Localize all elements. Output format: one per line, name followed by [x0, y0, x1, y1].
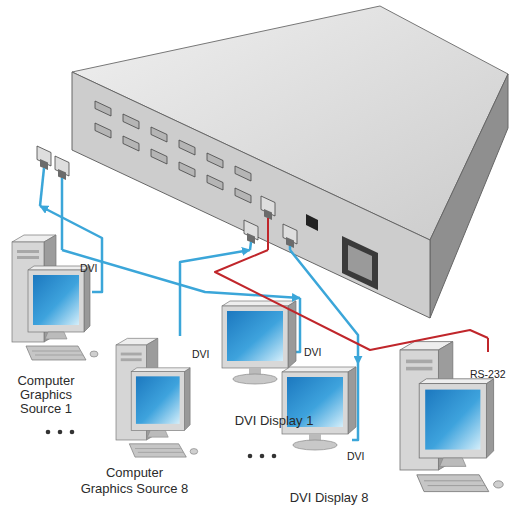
computer-icon: [116, 338, 198, 457]
display-icon: [282, 367, 356, 450]
cable-label: DVI: [304, 346, 322, 358]
dot: [272, 454, 277, 459]
dvi-plug: [37, 146, 51, 170]
cable-label: DVI: [192, 348, 210, 360]
dot: [46, 430, 51, 435]
dvi-port: [207, 175, 223, 190]
node-caption: DVI Display 1: [222, 413, 326, 428]
dot: [248, 454, 253, 459]
dvi-port: [179, 162, 195, 177]
dot: [58, 430, 63, 435]
dvi-port: [151, 149, 167, 164]
dvi-port: [123, 114, 139, 129]
graphics-source: Computer Graphics Source 1: [4, 230, 92, 420]
dvi-port: [123, 136, 139, 151]
switcher-side: [430, 74, 508, 318]
dvi-port: [179, 140, 195, 155]
dvi-cable: [290, 250, 358, 364]
dvi-port: [235, 166, 251, 181]
matrix-switcher: [37, 6, 508, 318]
network-port: [306, 214, 318, 231]
dvi-cable: [180, 250, 250, 336]
dvi-port: [235, 188, 251, 203]
dvi-port: [207, 153, 223, 168]
node-caption: DVI Display 8: [277, 490, 381, 505]
cable-label: RS-232: [470, 368, 506, 380]
cable-stub: [250, 242, 251, 250]
dvi-plug: [55, 156, 69, 180]
dvi-cable: [40, 206, 102, 292]
cable-label: DVI: [347, 450, 365, 462]
dvi-display: DVI Display 1: [218, 298, 328, 430]
dot: [70, 430, 75, 435]
switcher-rear: [72, 72, 430, 318]
cable-stub: [61, 178, 64, 250]
rs232-plug: [261, 196, 275, 220]
cable-label: DVI: [80, 262, 98, 274]
rs232-stubs: [268, 218, 488, 352]
cable-stub: [289, 246, 292, 250]
dot: [260, 454, 265, 459]
dvi-port: [95, 123, 111, 138]
dvi-cable: [62, 250, 300, 298]
dvi-port: [95, 101, 111, 116]
dvi-display: DVI Display 8: [276, 364, 384, 506]
rs232-stub: [487, 338, 489, 352]
dvi-port: [151, 127, 167, 142]
node-caption: Computer Graphics Source 8: [80, 465, 189, 497]
node-caption: Computer Graphics Source 1: [4, 374, 88, 416]
dvi-plug: [283, 224, 297, 248]
computer-icon: [12, 235, 98, 360]
matrix-switcher: [40, 0, 512, 250]
rs232-cable: [215, 250, 488, 350]
control-pc: [398, 338, 510, 498]
power-socket: [348, 245, 372, 281]
cable-stub: [40, 168, 44, 206]
power-inlet: [342, 236, 378, 290]
dvi-plug: [244, 220, 258, 244]
computer-icon: [400, 342, 503, 492]
ellipsis-dots: [46, 430, 277, 459]
rs232-stub: [267, 218, 269, 250]
graphics-source: Computer Graphics Source 8: [74, 336, 198, 496]
